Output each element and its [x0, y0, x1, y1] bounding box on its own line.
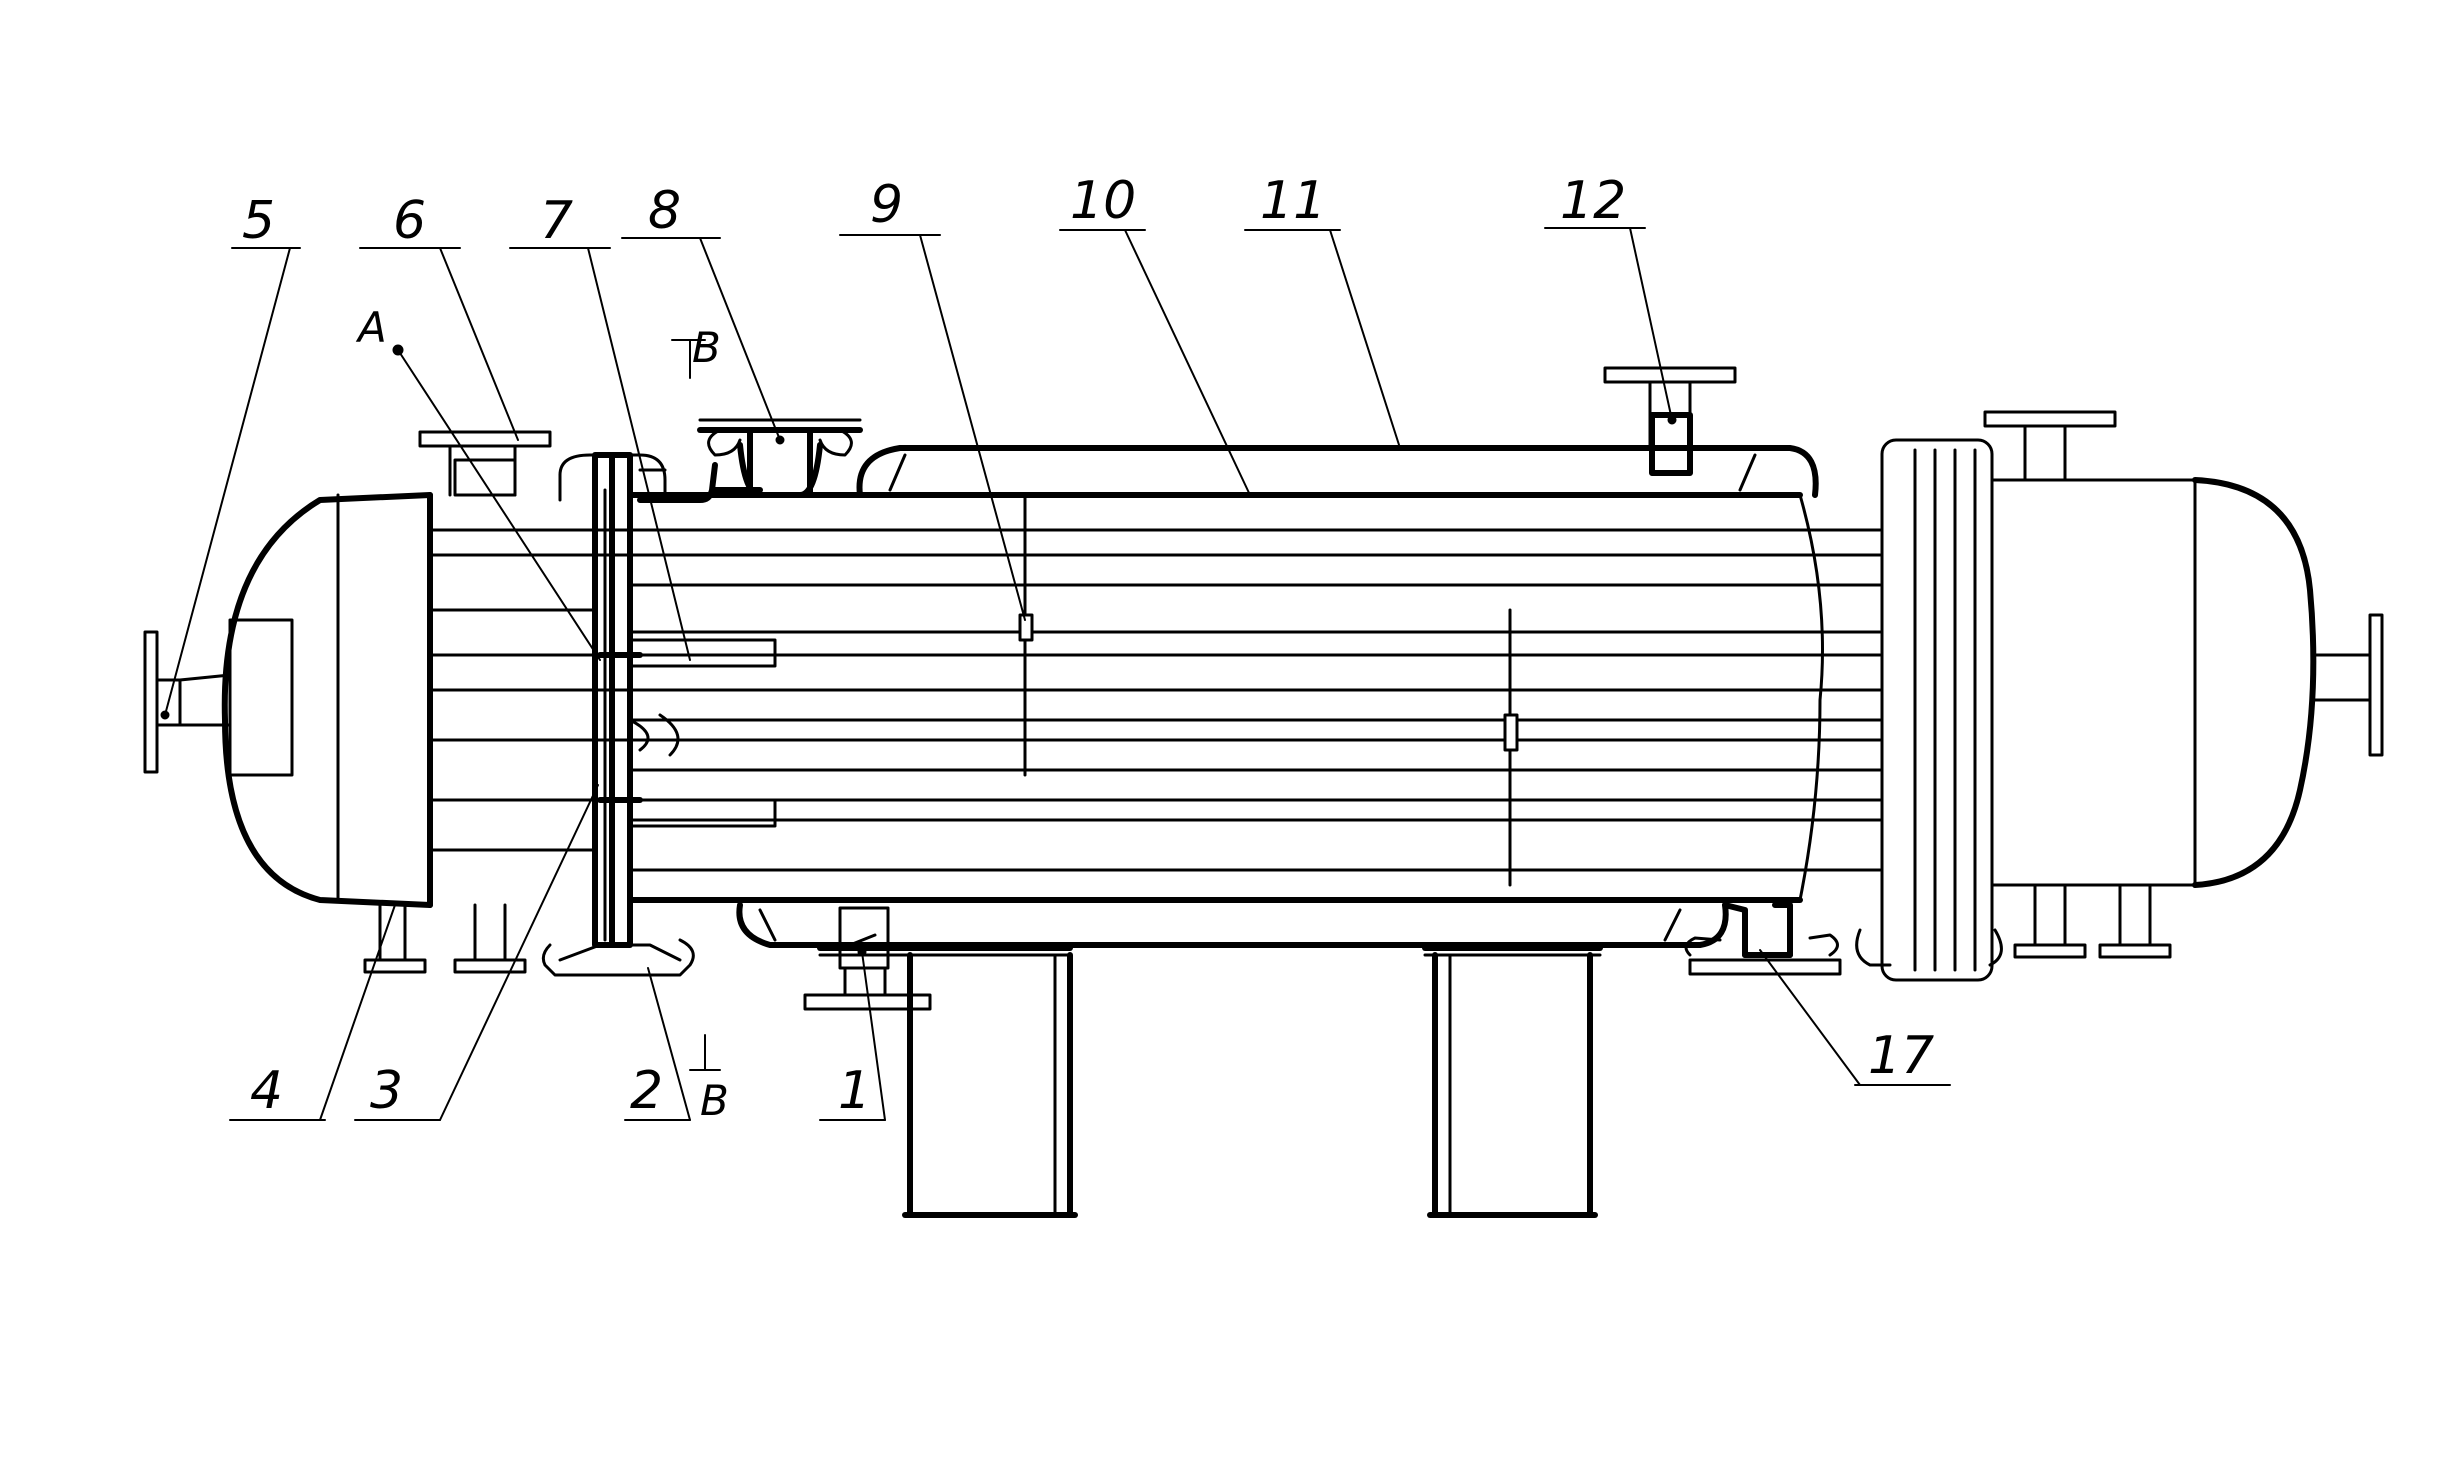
left-bottom-nozzles	[363, 903, 527, 974]
callout-11: 11	[1260, 171, 1326, 231]
top-nozzle-12	[1603, 366, 1737, 476]
main-shell	[627, 445, 1824, 948]
callout-labels: 5 6 7 8 9 10 11 12 A B 4 3 2 B 1 17	[242, 171, 1934, 1125]
right-head	[1983, 410, 2384, 959]
callout-A: A	[355, 303, 387, 352]
callout-17: 17	[1868, 1026, 1934, 1086]
callout-5: 5	[242, 191, 275, 251]
left-head	[221, 492, 433, 908]
callout-6: 6	[393, 191, 426, 251]
left-inlet-nozzle	[143, 630, 232, 774]
callout-B-top: B	[692, 323, 721, 372]
callout-4: 4	[250, 1061, 283, 1121]
top-nozzle-8	[697, 418, 863, 498]
callout-1: 1	[838, 1061, 871, 1121]
supports	[817, 945, 1603, 1218]
bottom-nozzle-17	[1684, 902, 1842, 976]
callout-2: 2	[630, 1061, 663, 1121]
callout-10: 10	[1070, 171, 1136, 231]
baffles	[1018, 493, 1519, 887]
callout-3: 3	[370, 1061, 403, 1121]
callout-9: 9	[870, 175, 903, 235]
callout-12: 12	[1560, 171, 1626, 231]
callout-B-bottom: B	[700, 1076, 729, 1125]
right-tubesheet	[1855, 438, 2003, 982]
callout-8: 8	[648, 181, 681, 241]
callout-7: 7	[540, 191, 573, 251]
tube-bundle	[428, 528, 1882, 872]
leader-lines	[164, 227, 1951, 1121]
top-nozzle-6	[418, 430, 552, 497]
